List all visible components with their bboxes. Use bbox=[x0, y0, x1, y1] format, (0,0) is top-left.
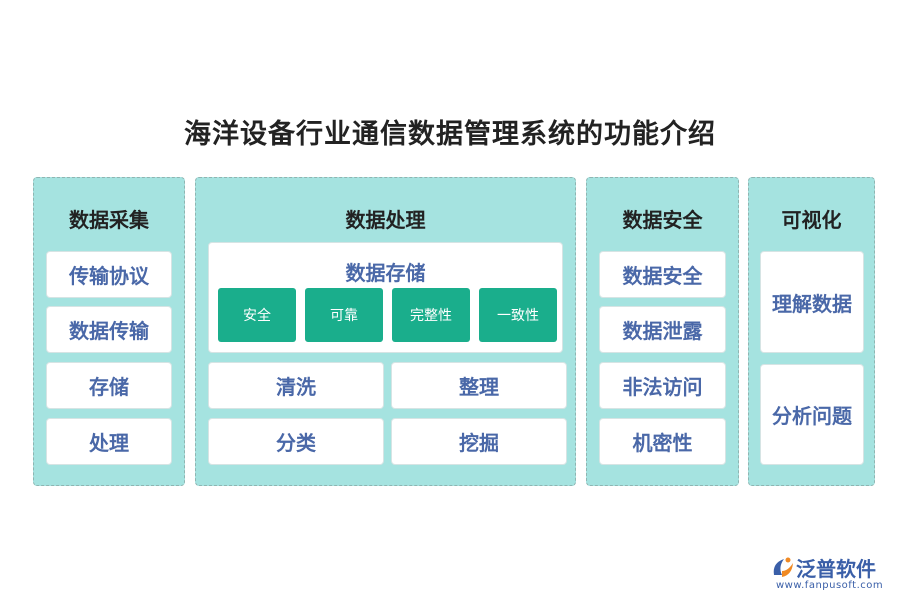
chip-integrity: 完整性 bbox=[392, 288, 470, 342]
panel-data-processing: 数据处理 数据存储 安全 可靠 完整性 一致性 清洗 整理 分类 挖掘 bbox=[195, 177, 576, 486]
processing-item-classify: 分类 bbox=[208, 418, 384, 465]
brand-logo: 泛普软件 www.fanpusoft.com bbox=[770, 553, 895, 593]
collection-item-processing: 处理 bbox=[46, 418, 172, 465]
panel-data-security: 数据安全 数据安全 数据泄露 非法访问 机密性 bbox=[586, 177, 739, 486]
fanpu-logo-icon bbox=[773, 557, 793, 577]
processing-item-mine: 挖掘 bbox=[391, 418, 567, 465]
panel-title-collection: 数据采集 bbox=[69, 208, 149, 232]
processing-item-clean: 清洗 bbox=[208, 362, 384, 409]
panel-title-processing: 数据处理 bbox=[345, 208, 426, 232]
panel-title-security: 数据安全 bbox=[622, 208, 703, 232]
chip-reliable: 可靠 bbox=[305, 288, 383, 342]
page-title: 海洋设备行业通信数据管理系统的功能介绍 bbox=[184, 119, 716, 150]
visualization-item-analyze: 分析问题 bbox=[760, 364, 864, 465]
logo-url: www.fanpusoft.com bbox=[776, 580, 884, 591]
processing-item-organize: 整理 bbox=[391, 362, 567, 409]
security-item-illegal-access: 非法访问 bbox=[599, 362, 726, 409]
chip-consistency: 一致性 bbox=[479, 288, 557, 342]
panel-visualization: 可视化 理解数据 分析问题 bbox=[748, 177, 875, 486]
chip-secure: 安全 bbox=[218, 288, 296, 342]
security-item-leak: 数据泄露 bbox=[599, 306, 726, 353]
visualization-item-understand: 理解数据 bbox=[760, 251, 864, 353]
panel-data-collection: 数据采集 传输协议 数据传输 存储 处理 bbox=[33, 177, 185, 486]
security-item-safety: 数据安全 bbox=[599, 251, 726, 298]
storage-box: 数据存储 安全 可靠 完整性 一致性 bbox=[208, 242, 563, 353]
logo-name: 泛普软件 bbox=[796, 557, 876, 581]
collection-item-storage: 存储 bbox=[46, 362, 172, 409]
collection-item-transfer: 数据传输 bbox=[46, 306, 172, 353]
security-item-confidentiality: 机密性 bbox=[599, 418, 726, 465]
collection-item-protocol: 传输协议 bbox=[46, 251, 172, 298]
panel-title-visualization: 可视化 bbox=[781, 208, 842, 232]
storage-box-title: 数据存储 bbox=[345, 261, 426, 285]
